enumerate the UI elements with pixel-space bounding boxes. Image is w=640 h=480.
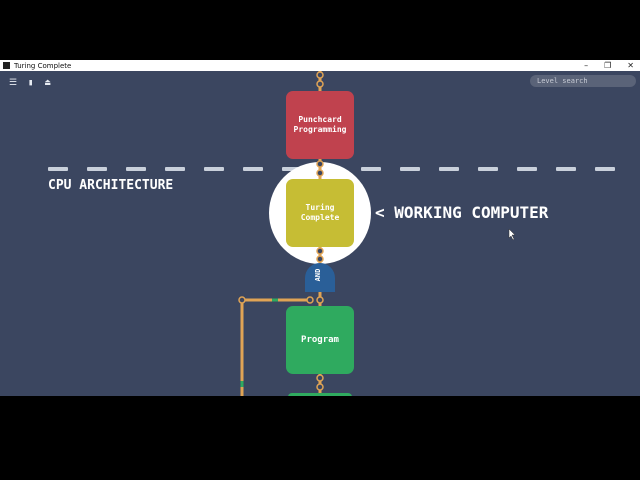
close-button[interactable]: ✕ — [627, 61, 634, 70]
level-next-partial[interactable] — [288, 393, 352, 396]
window-controls: – ❐ ✕ — [584, 60, 634, 71]
window-titlebar: Turing Complete – ❐ ✕ — [0, 60, 640, 71]
minimize-button[interactable]: – — [584, 61, 589, 70]
level-program[interactable]: Program — [286, 306, 354, 374]
level-turing-label: Turing Complete — [300, 203, 340, 222]
section-title: CPU ARCHITECTURE — [48, 178, 174, 193]
wire-segments — [240, 298, 278, 387]
and-gate-node — [305, 263, 335, 292]
chevron-left-icon: < — [375, 203, 385, 222]
current-level-pointer: < WORKING COMPUTER — [375, 203, 548, 222]
level-turing-complete[interactable]: Turing Complete — [286, 179, 354, 247]
clipboard-icon[interactable]: ▮ — [28, 78, 34, 88]
window-title: Turing Complete — [14, 61, 72, 70]
and-gate-label: AND — [314, 269, 322, 282]
level-search-input[interactable]: Level search — [530, 75, 636, 87]
inbox-icon[interactable]: ⏏ — [45, 78, 51, 88]
level-map[interactable]: ☰ ▮ ⏏ Level search — [0, 71, 640, 396]
app-icon — [3, 62, 10, 69]
maximize-button[interactable]: ❐ — [604, 61, 612, 70]
connector-dots — [238, 71, 324, 391]
level-punchcard-label: Punchcard Programming — [293, 115, 347, 134]
level-program-label: Program — [301, 335, 339, 345]
level-punchcard-programming[interactable]: Punchcard Programming — [286, 91, 354, 159]
menu-icon[interactable]: ☰ — [9, 78, 18, 88]
current-level-title: WORKING COMPUTER — [394, 203, 549, 222]
